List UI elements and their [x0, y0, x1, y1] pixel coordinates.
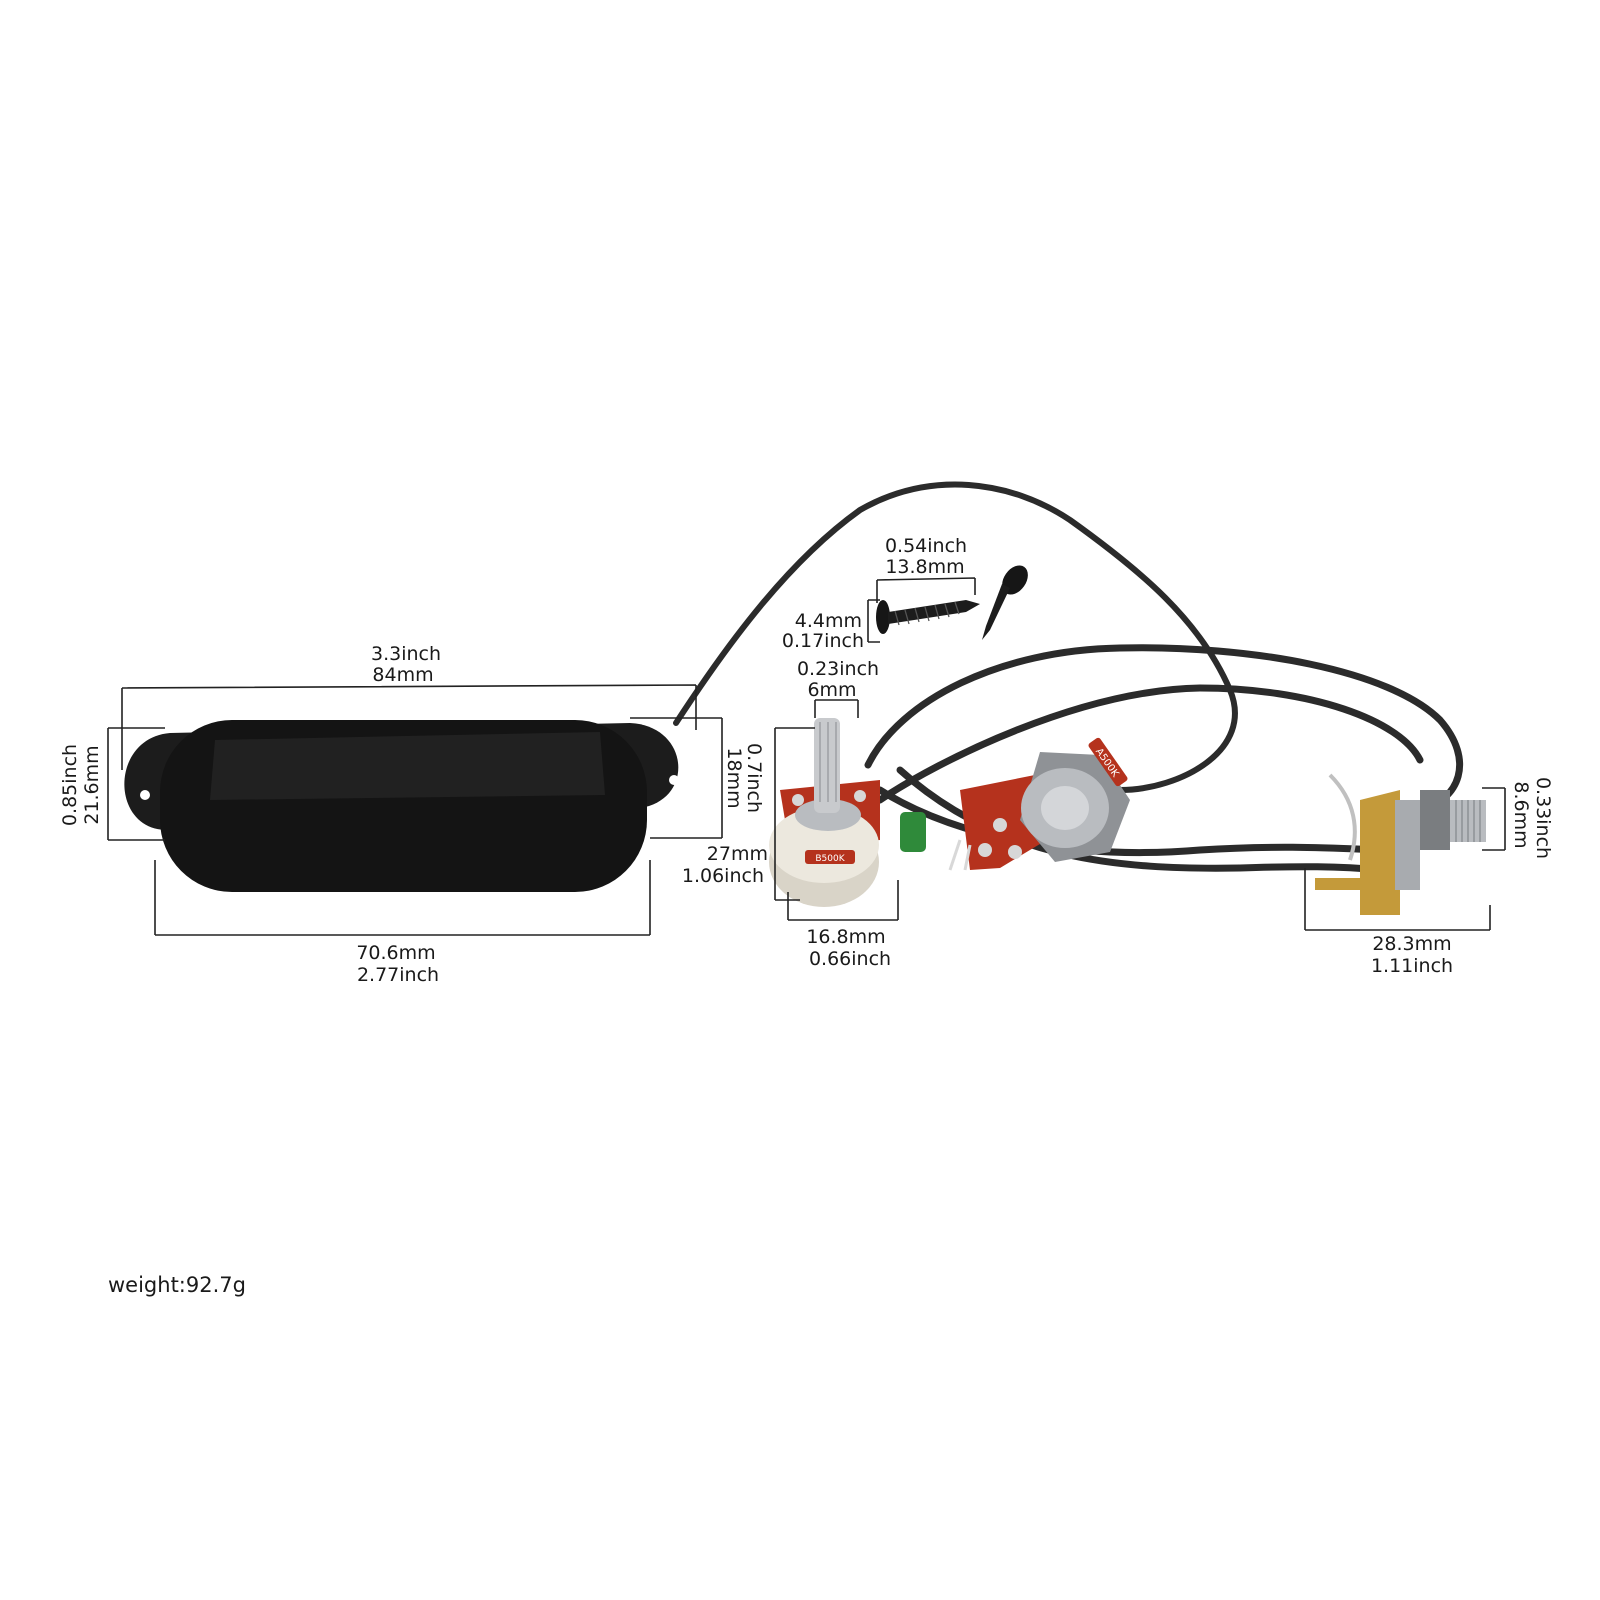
dim-jack-width-mm: 28.3mm [1372, 933, 1451, 955]
dim-screw-head-inch: 0.17inch [782, 630, 864, 652]
dim-pot-width-inch: 0.66inch [809, 948, 891, 970]
lower-cable-a [876, 786, 1384, 856]
dim-pot-width-mm: 16.8mm [806, 926, 885, 948]
dim-pot-height-inch: 1.06inch [682, 865, 764, 887]
dim-pickup-height-inch: 0.85inch [59, 744, 81, 826]
dim-screw-head-mm: 4.4mm [795, 610, 862, 632]
dimension-lines [107, 577, 1506, 936]
jack-spring-contact [1328, 773, 1357, 861]
screws [876, 565, 1028, 640]
pickup-cable [673, 481, 1238, 793]
loop-cable-outer [864, 644, 1464, 814]
dim-screw-length-inch: 0.54inch [885, 535, 967, 557]
dim-shaft-mm: 6mm [807, 679, 856, 701]
loop-cable-inner [876, 684, 1424, 804]
weight-label: weight:92.7g [108, 1273, 246, 1297]
pot-a-capacitor-icon [900, 812, 926, 852]
pickup-cover-highlight [210, 732, 605, 800]
jack-nut [1420, 790, 1450, 850]
dim-jack-width-inch: 1.11inch [1371, 955, 1453, 977]
screw-diagonal [982, 565, 1028, 640]
jack-body [1395, 800, 1420, 890]
pot-a-nut [795, 799, 861, 831]
pickup [124, 720, 679, 892]
dim-pickup-inner-inch: 0.7inch [743, 743, 765, 813]
output-jack [1315, 773, 1486, 915]
dim-pickup-length-mm: 84mm [372, 664, 433, 686]
dim-pickup-inner-mm: 18mm [723, 747, 745, 808]
dim-pickup-length-inch: 3.3inch [371, 643, 441, 665]
pickup-mount-hole-right [669, 775, 679, 785]
dim-shaft-inch: 0.23inch [797, 658, 879, 680]
dim-jack-thread-inch: 0.33inch [1532, 777, 1554, 859]
dim-jack-thread-mm: 8.6mm [1510, 781, 1532, 848]
dimension-labels: 3.3inch 84mm 70.6mm 2.77inch 0.85inch 21… [59, 535, 1554, 986]
dim-pickup-body-mm: 70.6mm [356, 942, 435, 964]
dim-pickup-height-mm: 21.6mm [81, 745, 103, 824]
pot-a-marking: B500K [815, 854, 845, 864]
dim-screw-length-mm: 13.8mm [885, 556, 964, 578]
pot-b-marking-bg [1088, 737, 1128, 787]
dim-pot-height-mm: 27mm [707, 843, 768, 865]
jack-brass-frame [1360, 790, 1400, 915]
pickup-mount-hole-left [140, 790, 150, 800]
pot-a500k: A500K [948, 737, 1130, 871]
pot-b500k: B500K [769, 718, 926, 907]
dim-pickup-body-inch: 2.77inch [357, 964, 439, 986]
screw-horizontal [876, 600, 980, 634]
